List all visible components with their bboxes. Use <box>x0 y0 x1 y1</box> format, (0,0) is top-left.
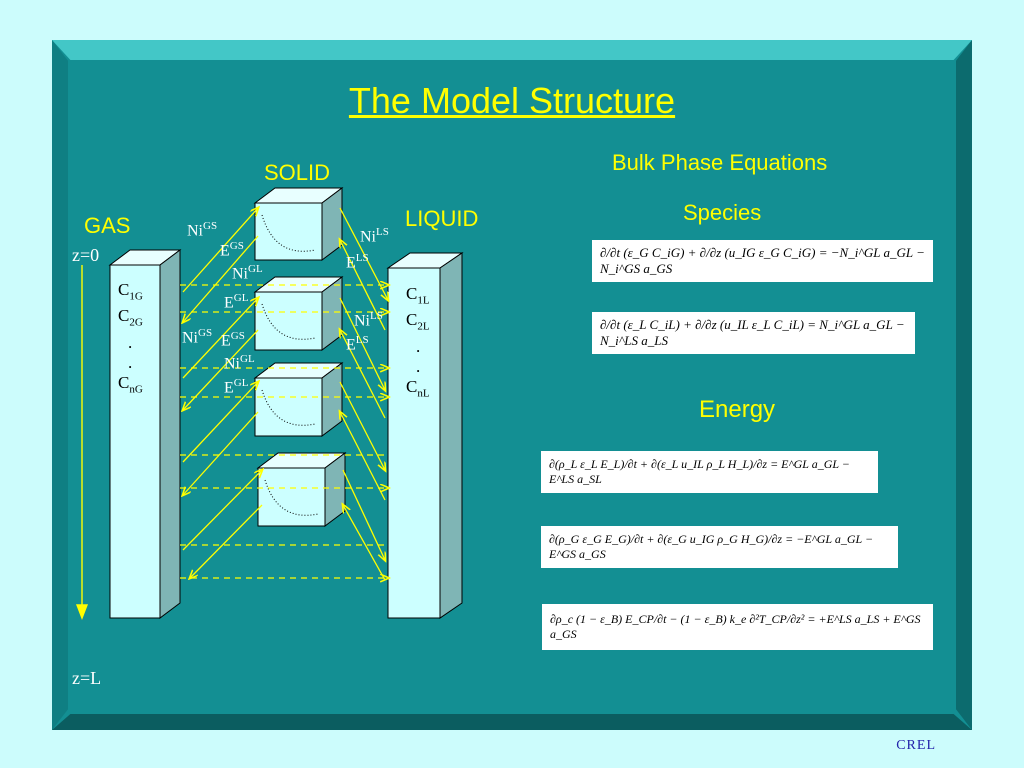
gas-label: GAS <box>84 213 131 238</box>
species-liquid-equation: ∂/∂t (ε_L C_iL) + ∂/∂z (u_IL ε_L C_iL) =… <box>592 312 915 354</box>
crel-footer: CREL <box>896 738 936 753</box>
flux-ni-gs-2: NiGS <box>182 327 213 347</box>
liquid-label: LIQUID <box>405 206 479 231</box>
panel-bevel-right <box>956 40 972 730</box>
slide-title: The Model Structure <box>348 80 676 121</box>
panel-bevel-bottom <box>52 714 972 730</box>
flux-e-ls-2: ELS <box>346 334 369 354</box>
z0-label: z=0 <box>72 245 100 265</box>
flux-ni-gl-1: NiGL <box>232 263 263 283</box>
flux-e-gs-1: EGS <box>220 240 244 260</box>
flux-e-gl-1: EGL <box>224 292 249 312</box>
flux-ni-ls-2: NiLS <box>354 310 383 330</box>
flux-ni-gl-2: NiGL <box>224 353 255 373</box>
flux-e-gs-2: EGS <box>221 330 245 350</box>
flux-e-gl-2: EGL <box>224 377 249 397</box>
solid-particle-1 <box>253 187 344 261</box>
solid-particle-2 <box>253 276 344 351</box>
energy-gas-equation: ∂(ρ_G ε_G E_G)/∂t + ∂(ε_G u_IG ρ_G H_G)/… <box>541 526 898 568</box>
zL-label: z=L <box>72 668 102 688</box>
z-axis-arrow <box>75 265 89 620</box>
flux-ni-ls-1: NiLS <box>360 226 389 246</box>
solid-label: SOLID <box>264 160 331 185</box>
energy-solid-equation: ∂ρ_c (1 − ε_B) E_CP/∂t − (1 − ε_B) k_e ∂… <box>542 604 933 650</box>
panel-bevel-top <box>52 40 972 60</box>
flux-ni-gs-1: NiGS <box>187 220 218 240</box>
energy-heading: Energy <box>699 396 776 423</box>
species-gas-equation: ∂/∂t (ε_G C_iG) + ∂/∂z (u_IG ε_G C_iG) =… <box>592 240 933 282</box>
liquid-column <box>386 252 464 619</box>
gas-column-concentrations: C1G C2G . . CnG <box>118 280 143 396</box>
species-heading: Species <box>683 200 762 225</box>
panel-bevel-left <box>52 40 68 730</box>
gas-column <box>108 249 182 619</box>
liquid-column-concentrations: C1L C2L . . CnL <box>406 284 430 400</box>
transfer-arrows <box>180 208 388 580</box>
solid-particle-3 <box>253 362 344 437</box>
solid-particle-4 <box>256 452 347 527</box>
flux-e-ls-1: ELS <box>346 252 369 272</box>
bulk-phase-heading: Bulk Phase Equations <box>612 150 828 175</box>
energy-liquid-equation: ∂(ρ_L ε_L E_L)/∂t + ∂(ε_L u_IL ρ_L H_L)/… <box>541 451 878 493</box>
